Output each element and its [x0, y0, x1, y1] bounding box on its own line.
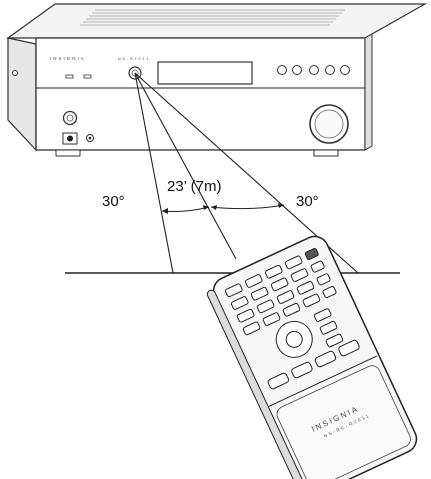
receiver-brand: INSIGNIA	[50, 56, 86, 61]
sight-line-center	[134, 72, 237, 260]
small-button-left-1	[65, 74, 74, 79]
remote-lower-buttons	[267, 339, 360, 390]
receiver-model: NS-R2011	[118, 57, 150, 61]
front-knobs	[277, 65, 350, 75]
receiver-right-edge	[364, 33, 373, 151]
receiver-foot-left	[55, 149, 81, 157]
distance-label: 23’ (7m)	[167, 178, 221, 195]
remote-dpad	[275, 308, 344, 358]
angle-arcs	[161, 204, 285, 212]
right-angle-label: 30°	[296, 193, 319, 210]
left-angle-label: 30°	[102, 193, 125, 210]
sight-line-left	[134, 72, 174, 274]
small-button-left-2	[83, 74, 92, 79]
display-window	[157, 61, 253, 85]
remote-control: INSIGNIA NS-RC-R2011	[206, 235, 418, 479]
receiver-side	[7, 37, 37, 152]
receiver-top	[6, 3, 428, 39]
side-screw	[12, 70, 18, 76]
receiver-foot-right	[313, 149, 339, 157]
arc-right	[210, 204, 285, 210]
arc-arrowheads	[162, 203, 284, 214]
remote-button-grid	[225, 247, 337, 336]
arc-left	[161, 206, 210, 212]
vent-grille	[80, 9, 345, 26]
av-receiver: INSIGNIA NS-R2011	[6, 3, 428, 157]
